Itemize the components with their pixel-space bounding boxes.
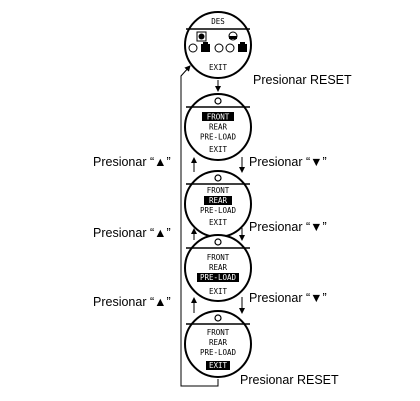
battery-icon: [238, 42, 247, 52]
selection-highlight: [204, 196, 232, 205]
sensor-icon: [214, 174, 222, 182]
opt3-exit: EXIT: [209, 287, 228, 296]
sensor-icon: [214, 238, 222, 246]
label-up-2: Presionar “▲”: [93, 226, 171, 240]
label-down-2: Presionar “▼”: [249, 220, 327, 234]
opt2-line2: REAR: [209, 196, 228, 205]
opt2-line3: PRE-LOAD: [200, 206, 237, 215]
label-up-3: Presionar “▲”: [93, 295, 171, 309]
arrow-exit-loop: [180, 65, 219, 387]
selection-highlight: [206, 361, 230, 370]
opt3-line3: PRE-LOAD: [200, 273, 237, 282]
opt1-exit: EXIT: [209, 145, 228, 154]
label-down-1: Presionar “▼”: [249, 155, 327, 169]
display-des: DES EXIT: [184, 11, 252, 79]
selection-highlight: [197, 273, 239, 282]
helmet-icon: [225, 43, 235, 53]
opt3-line2: REAR: [209, 263, 228, 272]
helmet-icon: [196, 31, 207, 42]
opt3-line1: FRONT: [207, 253, 230, 262]
opt4-exit: EXIT: [209, 361, 228, 370]
display-exit-selected: FRONT REAR PRE-LOAD EXIT: [184, 310, 252, 378]
sensor-icon: [214, 314, 222, 322]
helmet-icon: [228, 31, 238, 41]
sensor-icon: [214, 97, 222, 105]
helmet-icon: [214, 43, 224, 53]
display-front-selected: FRONT REAR PRE-LOAD EXIT: [184, 93, 252, 161]
opt1-line2: REAR: [209, 123, 228, 132]
des-title: DES: [211, 17, 225, 26]
helmet-icon: [188, 43, 198, 53]
opt1-line1: FRONT: [207, 113, 230, 122]
selection-highlight: [202, 112, 234, 121]
opt2-line1: FRONT: [207, 186, 230, 195]
display-rear-selected: FRONT REAR PRE-LOAD EXIT: [184, 170, 252, 238]
opt4-line1: FRONT: [207, 328, 230, 337]
label-reset-top: Presionar RESET: [253, 73, 352, 87]
display-preload-selected: FRONT REAR PRE-LOAD EXIT: [184, 234, 252, 302]
label-down-3: Presionar “▼”: [249, 291, 327, 305]
des-exit-text: EXIT: [209, 63, 228, 72]
opt1-line3: PRE-LOAD: [200, 133, 237, 142]
flow-arrows: [180, 65, 245, 387]
label-reset-bottom: Presionar RESET: [240, 373, 339, 387]
battery-icon: [201, 42, 210, 52]
opt4-line2: REAR: [209, 338, 228, 347]
opt2-exit: EXIT: [209, 218, 228, 227]
label-up-1: Presionar “▲”: [93, 155, 171, 169]
opt4-line3: PRE-LOAD: [200, 348, 237, 357]
